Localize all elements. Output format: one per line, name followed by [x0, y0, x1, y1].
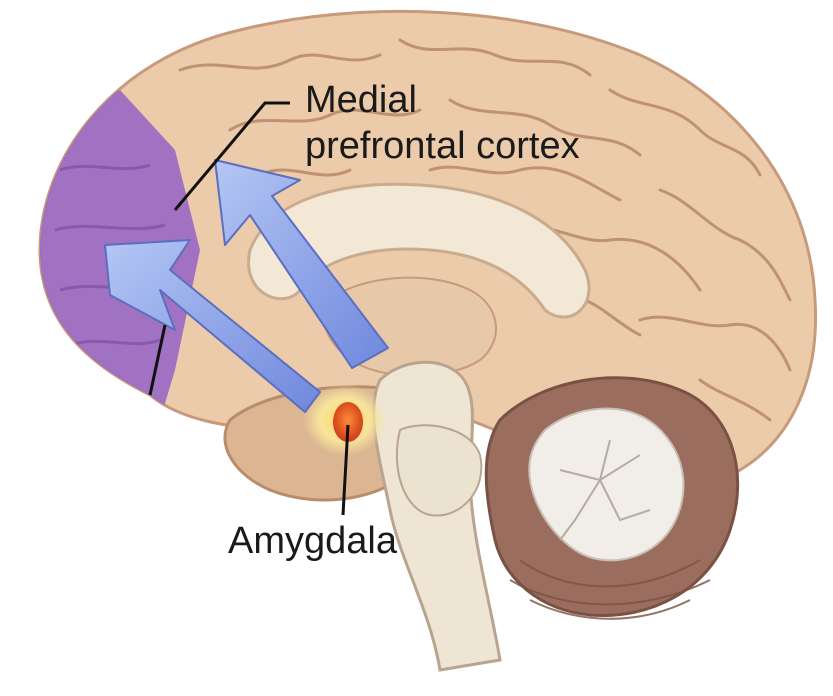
pons — [397, 425, 482, 515]
amygdala-label: Amygdala — [228, 520, 398, 562]
mpfc-label-line2: prefrontal cortex — [305, 125, 580, 167]
cerebellum — [486, 378, 737, 619]
mpfc-label-line1: Medial — [305, 79, 417, 121]
